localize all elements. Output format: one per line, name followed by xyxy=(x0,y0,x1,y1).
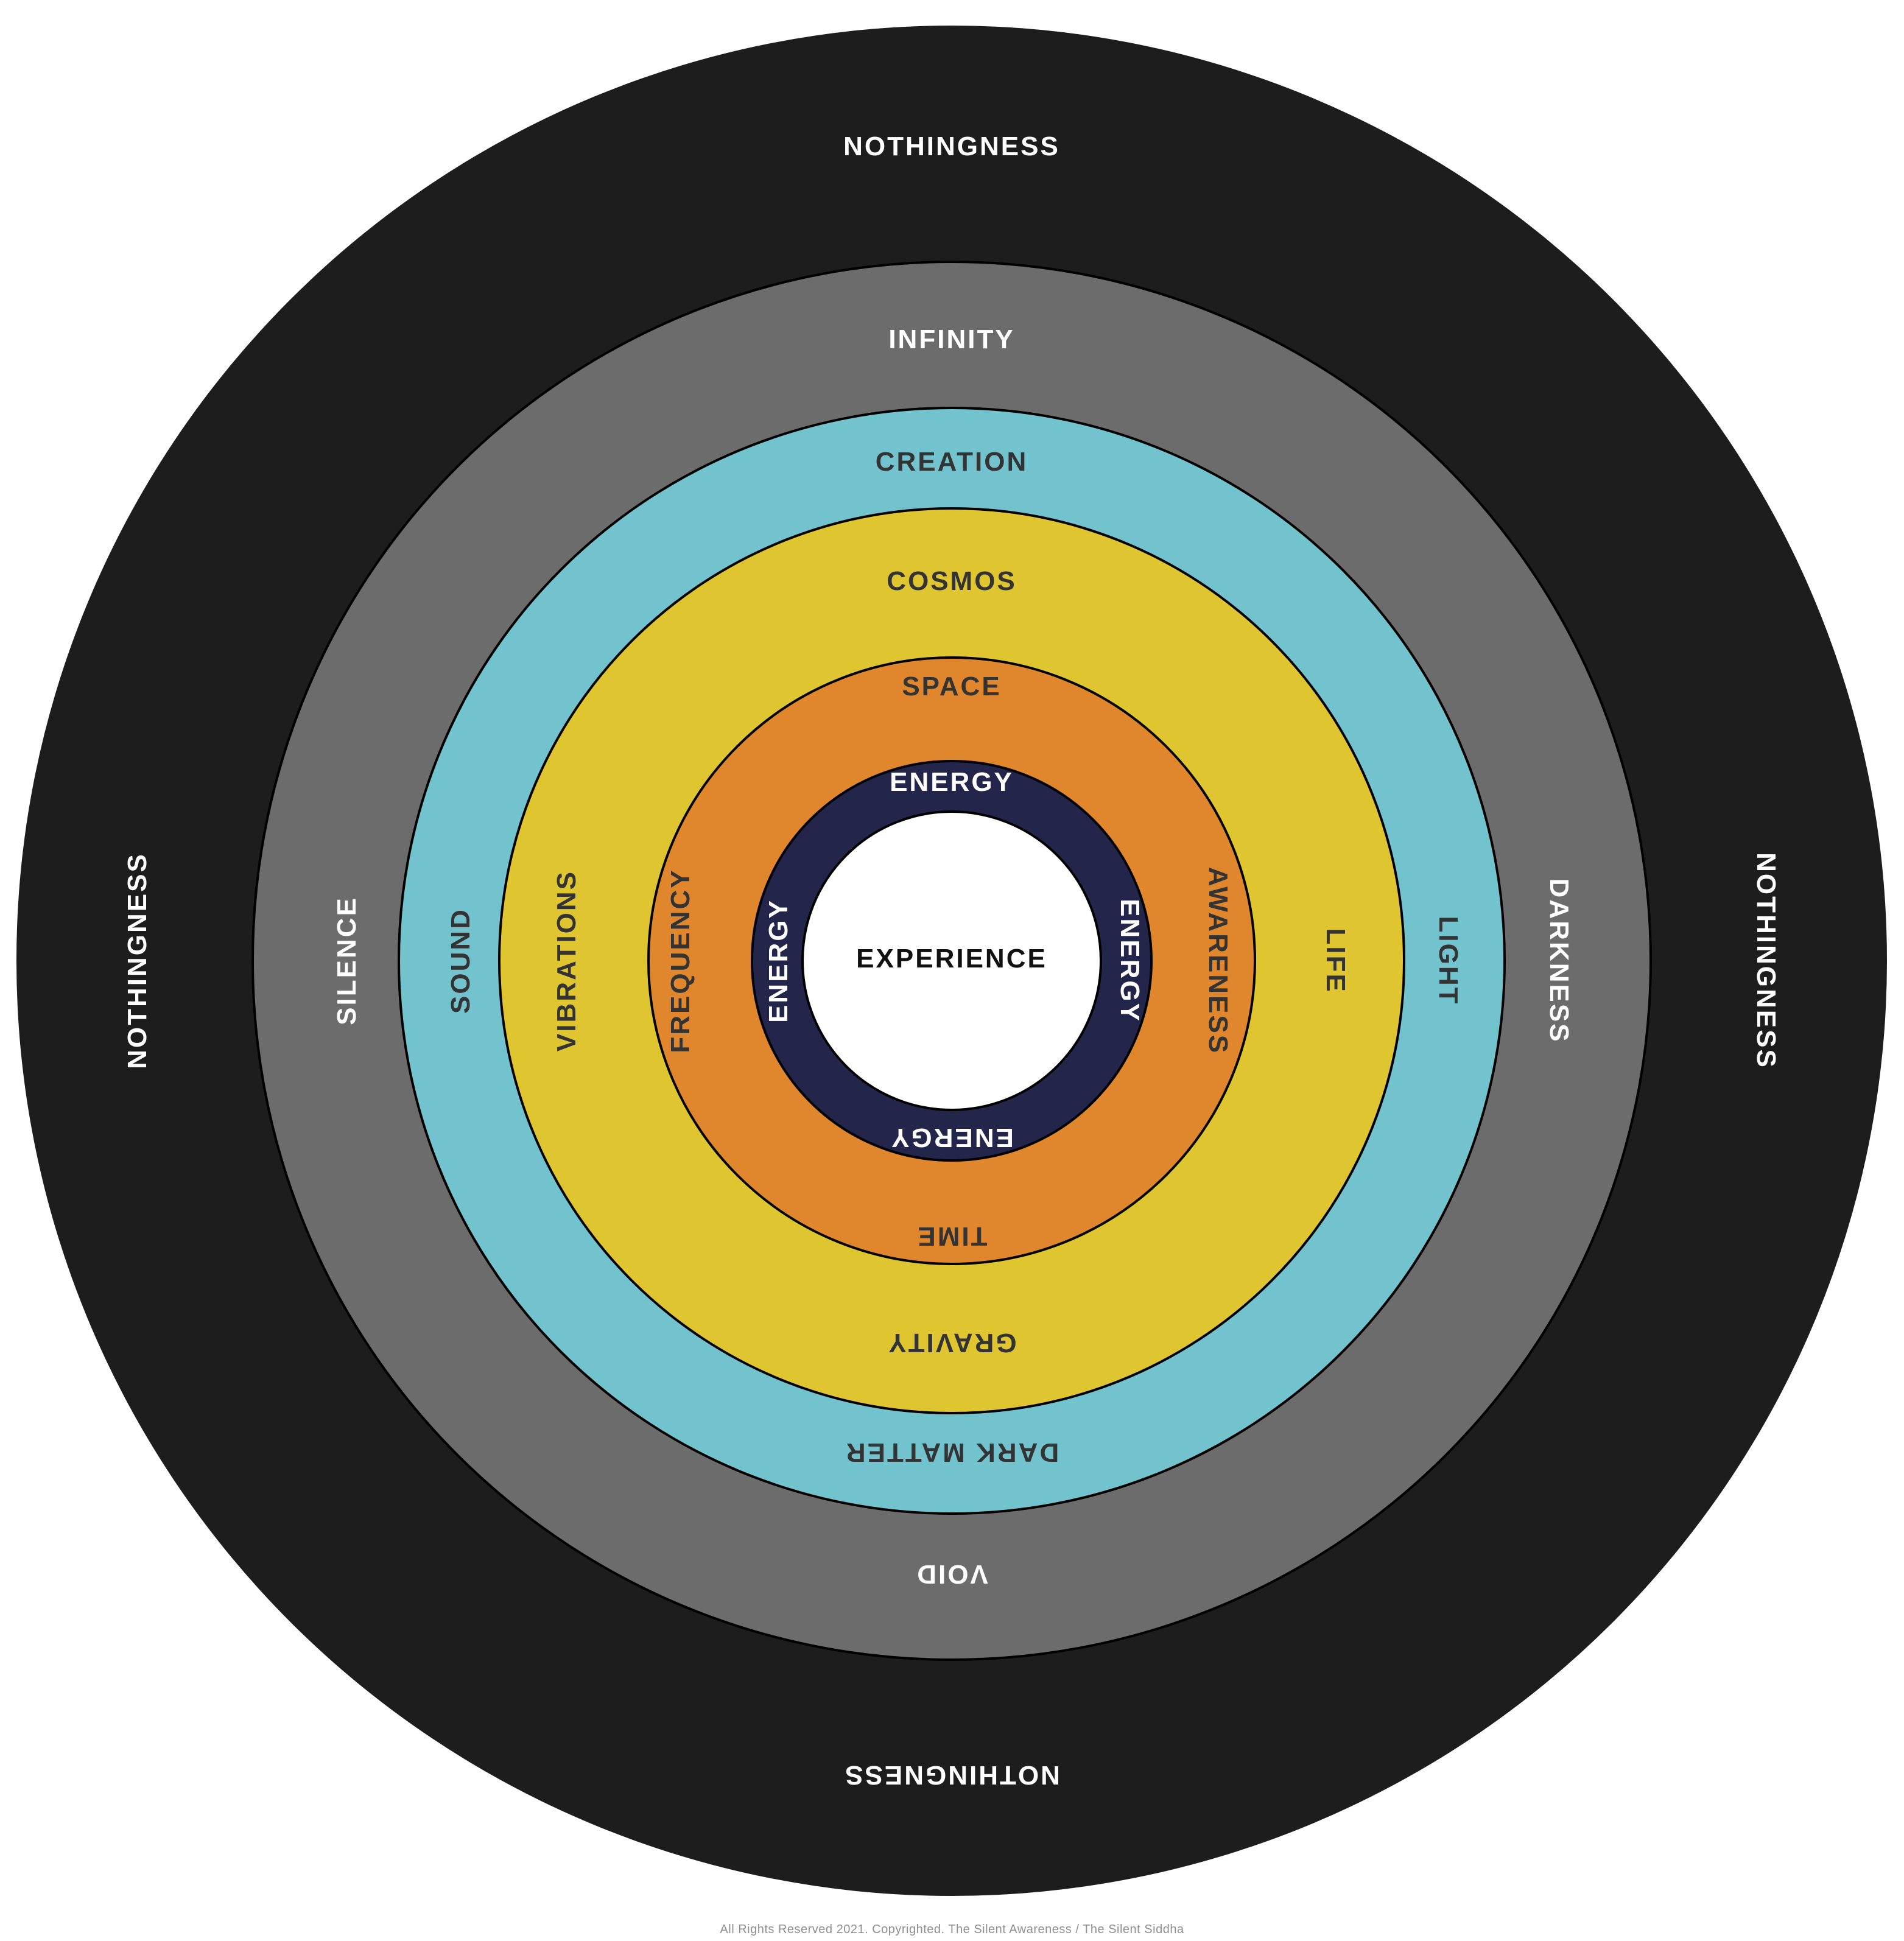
label-nothingness-right: NOTHINGNESS xyxy=(1751,852,1781,1069)
label-nothingness-left: NOTHINGNESS xyxy=(122,852,152,1069)
label-creation-top: CREATION xyxy=(875,447,1028,477)
label-awareness-right: AWARENESS xyxy=(1203,866,1233,1055)
center-circle-experience xyxy=(801,810,1102,1111)
label-energy-top: ENERGY xyxy=(890,767,1014,797)
experience-label: EXPERIENCE xyxy=(856,944,1047,974)
label-nothingness-top: NOTHINGNESS xyxy=(843,132,1060,161)
label-light-right: LIGHT xyxy=(1433,916,1463,1006)
label-frequency-left: FREQUENCY xyxy=(666,868,695,1053)
label-nothingness-bottom: NOTHINGNESS xyxy=(843,1760,1060,1790)
label-void-bottom: VOID xyxy=(915,1559,988,1589)
label-space-top: SPACE xyxy=(902,672,1002,701)
label-energy-left: ENERGY xyxy=(764,899,793,1023)
label-energy-right: ENERGY xyxy=(1115,899,1145,1023)
label-vibrations-left: VIBRATIONS xyxy=(552,869,581,1052)
label-darkness-right: DARKNESS xyxy=(1544,878,1574,1044)
footer-credit: All Rights Reserved 2021. Copyrighted. T… xyxy=(720,1923,1184,1936)
label-sound-left: SOUND xyxy=(446,908,476,1014)
label-dark-matter-bottom: DARK MATTER xyxy=(844,1437,1059,1467)
label-cosmos-top: COSMOS xyxy=(887,566,1017,596)
label-infinity-top: INFINITY xyxy=(888,325,1015,354)
label-silence-left: SILENCE xyxy=(332,896,362,1025)
label-life-right: LIFE xyxy=(1321,928,1351,994)
label-energy-bottom: ENERGY xyxy=(890,1123,1014,1153)
label-time-bottom: TIME xyxy=(916,1221,988,1251)
label-gravity-bottom: GRAVITY xyxy=(887,1328,1017,1358)
